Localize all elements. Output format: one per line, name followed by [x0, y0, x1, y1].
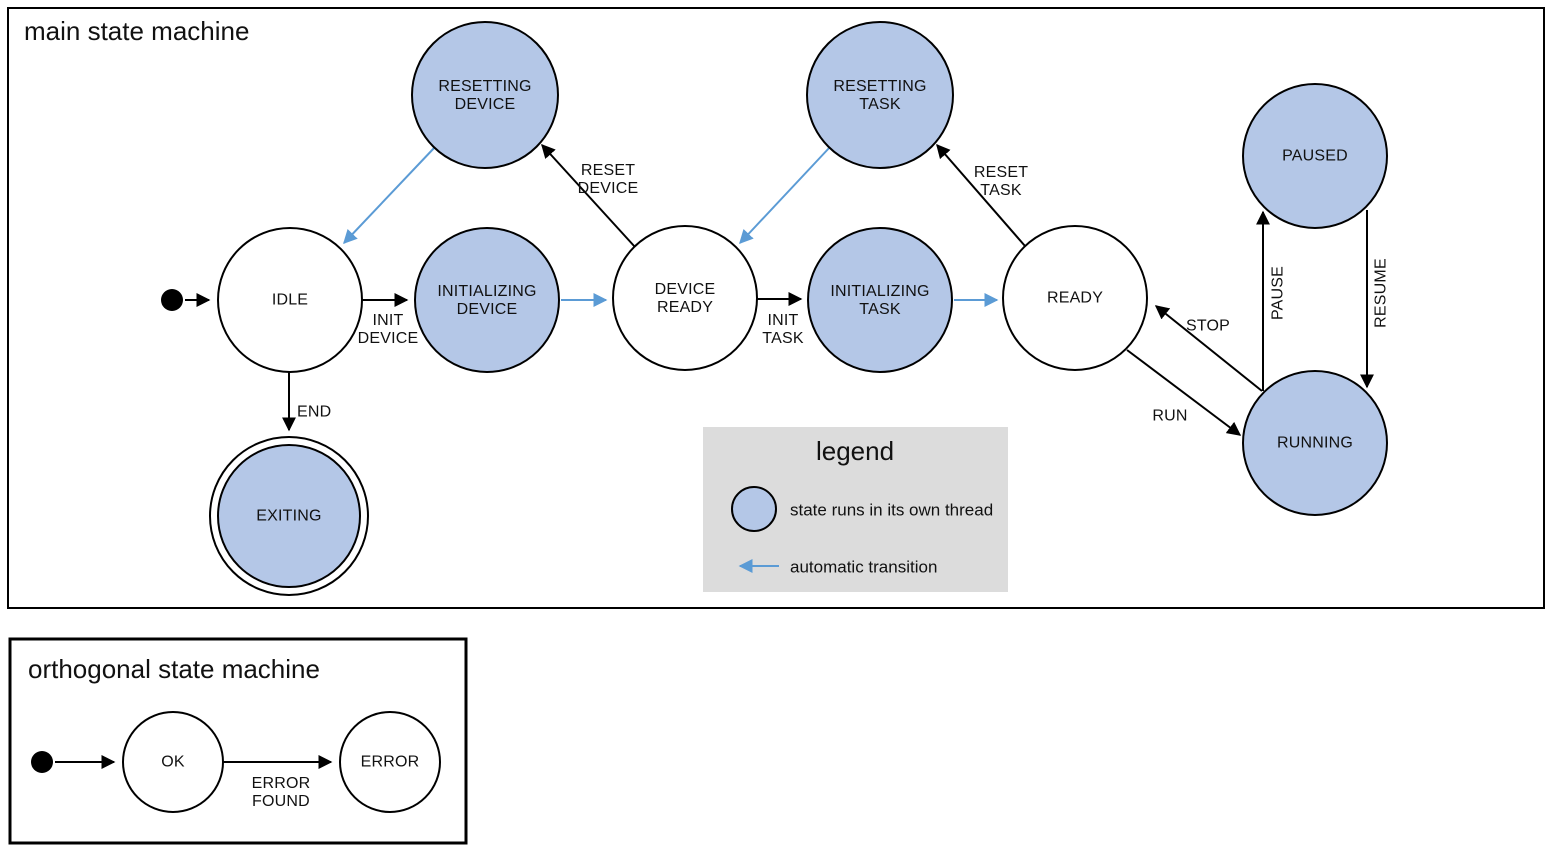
- state-circle: [806, 21, 954, 169]
- transition-resetting-device-to-idle: [343, 146, 436, 245]
- state-label: RUNNING: [1277, 435, 1353, 452]
- legend-thread-label: state runs in its own thread: [790, 501, 993, 520]
- transition-label-end: END: [297, 404, 331, 421]
- state-error: ERROR: [339, 711, 441, 813]
- state-circle: [1242, 83, 1388, 229]
- legend: legend state runs in its own thread auto…: [703, 427, 1008, 592]
- orthogonal-machine-frame: [8, 637, 468, 845]
- state-circle: [807, 227, 953, 373]
- state-label: IDLE: [272, 292, 308, 309]
- state-ready: READY: [1002, 225, 1148, 371]
- transition-label-pause: PAUSE: [1270, 266, 1287, 320]
- state-circle: [122, 711, 224, 813]
- initial-state-dot: [161, 289, 183, 311]
- legend-title: legend: [816, 436, 894, 466]
- main-machine-title: main state machine: [24, 16, 249, 46]
- state-circle: [411, 21, 559, 169]
- state-circle: [217, 444, 361, 588]
- state-label: OK: [161, 754, 185, 771]
- transition-ready-to-running: [1126, 349, 1242, 436]
- state-paused: PAUSED: [1242, 83, 1388, 229]
- legend-auto-label: automatic transition: [790, 558, 937, 577]
- state-label: ERROR: [361, 754, 420, 771]
- state-circle: [217, 227, 363, 373]
- transition-label-stop: STOP: [1186, 318, 1230, 335]
- transition-device-ready-to-resetting-device: [541, 143, 636, 248]
- initial-state-dot: [31, 751, 53, 773]
- state-circle: [339, 711, 441, 813]
- transition-running-to-ready: [1154, 305, 1263, 392]
- state-label: PAUSED: [1282, 148, 1348, 165]
- state-label: READY: [1047, 290, 1103, 307]
- orthogonal-machine-title: orthogonal state machine: [28, 654, 320, 684]
- final-state-outer-ring: [209, 436, 369, 596]
- transition-label-resume: RESUME: [1373, 258, 1390, 328]
- state-circle: [1002, 225, 1148, 371]
- state-circle: [414, 227, 560, 373]
- state-circle: [1242, 370, 1388, 516]
- state-exiting: EXITING: [209, 436, 369, 596]
- transition-ready-to-resetting-task: [936, 143, 1026, 247]
- main-machine-frame: [7, 7, 1545, 609]
- state-circle: [612, 225, 758, 371]
- transition-resetting-task-to-device-ready: [739, 146, 831, 245]
- state-ok: OK: [122, 711, 224, 813]
- legend-thread-state-icon: [731, 486, 777, 532]
- transition-label-run: RUN: [1152, 408, 1187, 425]
- state-idle: IDLE: [217, 227, 363, 373]
- state-running: RUNNING: [1242, 370, 1388, 516]
- state-label: EXITING: [256, 508, 321, 525]
